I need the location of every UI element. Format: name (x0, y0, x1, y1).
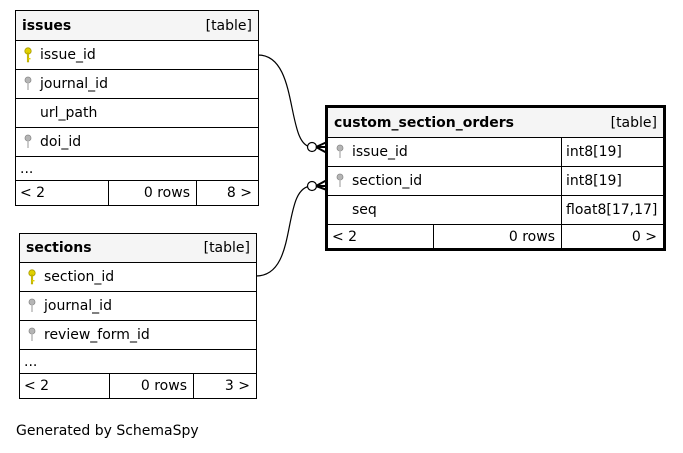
foreign-key-icon (20, 298, 44, 314)
column-name: doi_id (40, 134, 82, 150)
column-name: url_path (40, 105, 98, 121)
column-row[interactable]: journal_id (16, 70, 258, 99)
column-row[interactable]: section_id (20, 263, 256, 292)
table-issues[interactable]: issues [table] issue_id journal_id url_p… (15, 10, 259, 206)
column-name: issue_id (40, 47, 96, 63)
edge-sections-to-custom-section-orders (255, 185, 313, 277)
table-header: issues [table] (16, 11, 258, 41)
column-name: journal_id (44, 298, 112, 314)
column-name: review_form_id (44, 327, 150, 343)
table-sections[interactable]: sections [table] section_id journal_id r… (19, 233, 257, 399)
generated-by-text: Generated by SchemaSpy (16, 423, 199, 439)
column-name: issue_id (352, 144, 408, 160)
table-kind: [table] (610, 114, 657, 131)
table-footer: < 2 0 rows 3 > (20, 374, 256, 398)
column-row[interactable]: url_path (16, 99, 258, 128)
edge-issues-to-custom-section-orders (257, 54, 313, 148)
column-row[interactable]: journal_id (20, 292, 256, 321)
parents-link[interactable]: < 2 (332, 228, 358, 245)
edge-optional-marker (306, 180, 318, 192)
row-count: 0 rows (433, 225, 561, 248)
children-link[interactable]: 3 > (193, 374, 256, 398)
more-columns[interactable]: ... (16, 157, 258, 181)
primary-key-icon (16, 47, 40, 63)
edge-optional-marker (306, 141, 318, 153)
children-link[interactable]: 0 > (561, 225, 663, 248)
row-count: 0 rows (108, 181, 196, 205)
column-row[interactable]: seq float8[17,17] (328, 196, 663, 225)
foreign-key-icon (328, 144, 352, 160)
table-kind: [table] (203, 240, 250, 256)
table-header: sections [table] (20, 234, 256, 263)
foreign-key-icon (16, 134, 40, 150)
column-name: section_id (44, 269, 115, 285)
table-name: custom_section_orders (334, 114, 514, 131)
parents-link[interactable]: < 2 (24, 378, 50, 394)
table-custom-section-orders[interactable]: custom_section_orders [table] issue_id i… (325, 105, 666, 251)
column-row[interactable]: issue_id int8[19] (328, 138, 663, 167)
table-footer: < 2 0 rows 0 > (328, 225, 663, 248)
column-type: float8[17,17] (561, 196, 663, 224)
column-name: section_id (352, 173, 423, 189)
column-row[interactable]: section_id int8[19] (328, 167, 663, 196)
foreign-key-icon (20, 327, 44, 343)
parents-link[interactable]: < 2 (20, 185, 46, 201)
foreign-key-icon (328, 173, 352, 189)
table-name: issues (22, 17, 72, 34)
column-row[interactable]: issue_id (16, 41, 258, 70)
table-header: custom_section_orders [table] (328, 108, 663, 138)
primary-key-icon (20, 269, 44, 285)
column-row[interactable]: doi_id (16, 128, 258, 157)
column-type: int8[19] (561, 138, 663, 166)
more-columns[interactable]: ... (20, 350, 256, 374)
table-footer: < 2 0 rows 8 > (16, 181, 258, 205)
row-count: 0 rows (109, 374, 193, 398)
column-name: seq (352, 202, 377, 218)
foreign-key-icon (16, 76, 40, 92)
table-name: sections (26, 240, 92, 256)
table-kind: [table] (205, 17, 252, 34)
column-type: int8[19] (561, 167, 663, 195)
column-name: journal_id (40, 76, 108, 92)
children-link[interactable]: 8 > (196, 181, 258, 205)
column-row[interactable]: review_form_id (20, 321, 256, 350)
